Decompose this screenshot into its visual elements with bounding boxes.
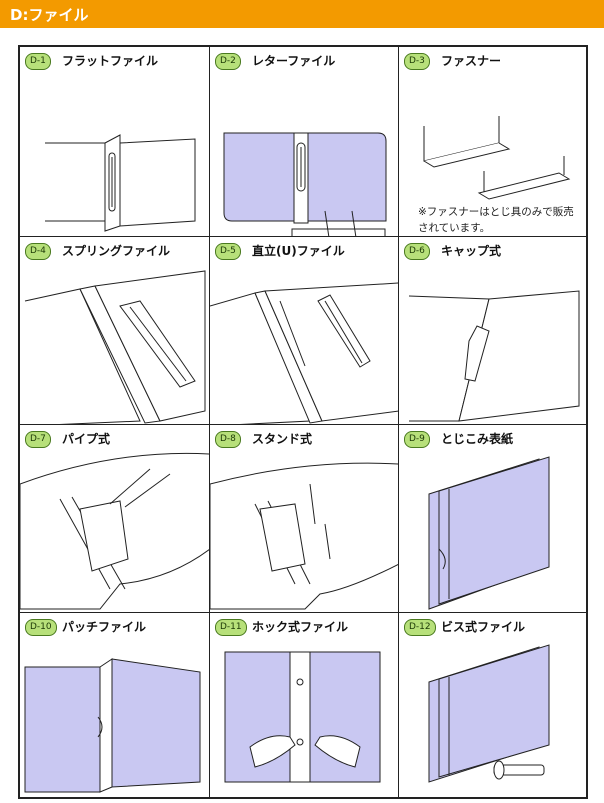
item-name: 直立(U)ファイル [252, 244, 345, 258]
item-code-badge: D-10 [25, 619, 57, 636]
item-screw-type-file[interactable]: D-12 ビス式ファイル [399, 613, 586, 797]
fastener-note: ※ファスナーはとじ具のみで販売されています。 [418, 206, 574, 234]
hook-type-file-illustration [210, 637, 399, 797]
section-header: D:ファイル [0, 0, 604, 28]
upright-file-illustration [210, 261, 398, 424]
stand-type-illustration [210, 449, 398, 613]
item-fastener[interactable]: D-3 ファスナー ※ファスナーはとじ具のみで販売されています。 [399, 47, 586, 237]
item-hook-type-file[interactable]: D-11 ホック式ファイル [210, 613, 399, 797]
cap-type-illustration [399, 261, 586, 425]
fastener-illustration [399, 116, 586, 201]
item-name: ファスナー [441, 54, 502, 68]
spring-file-illustration [20, 261, 210, 424]
item-upright-file[interactable]: D-5 直立(U)ファイル [210, 237, 399, 425]
binding-cover-illustration [399, 449, 586, 613]
item-code-badge: D-1 [25, 53, 51, 70]
item-code-badge: D-5 [215, 243, 241, 260]
item-code-badge: D-6 [404, 243, 430, 260]
item-code-badge: D-3 [404, 53, 430, 70]
item-name: キャップ式 [441, 244, 502, 258]
item-name: フラットファイル [62, 54, 159, 68]
item-patch-file[interactable]: D-10 パッチファイル [20, 613, 210, 797]
flat-file-illustration [20, 71, 210, 236]
file-type-grid: D-1 フラットファイル D-2 レターファイル [18, 45, 588, 799]
pipe-type-illustration [20, 449, 209, 613]
item-name: スプリングファイル [62, 244, 171, 258]
item-code-badge: D-9 [404, 431, 430, 448]
item-binding-cover[interactable]: D-9 とじこみ表紙 [399, 425, 586, 613]
item-code-badge: D-2 [215, 53, 241, 70]
item-code-badge: D-4 [25, 243, 51, 260]
item-flat-file[interactable]: D-1 フラットファイル [20, 47, 210, 237]
item-name: ビス式ファイル [441, 620, 526, 634]
item-name: とじこみ表紙 [441, 432, 514, 446]
item-code-badge: D-11 [215, 619, 247, 636]
item-cap-type[interactable]: D-6 キャップ式 [399, 237, 586, 425]
screw-type-file-illustration [399, 637, 586, 797]
item-code-badge: D-8 [215, 431, 241, 448]
item-name: ホック式ファイル [252, 620, 349, 634]
item-stand-type[interactable]: D-8 スタンド式 [210, 425, 399, 613]
item-name: レターファイル [252, 54, 336, 68]
item-name: パイプ式 [62, 432, 111, 446]
item-name: スタンド式 [252, 432, 313, 446]
item-name: パッチファイル [62, 620, 147, 634]
item-code-badge: D-12 [404, 619, 436, 636]
letter-file-illustration [210, 71, 399, 236]
item-pipe-type[interactable]: D-7 パイプ式 [20, 425, 210, 613]
item-code-badge: D-7 [25, 431, 51, 448]
item-letter-file[interactable]: D-2 レターファイル [210, 47, 399, 237]
patch-file-illustration [20, 637, 210, 797]
section-title: D:ファイル [10, 6, 89, 24]
item-spring-file[interactable]: D-4 スプリングファイル [20, 237, 210, 425]
